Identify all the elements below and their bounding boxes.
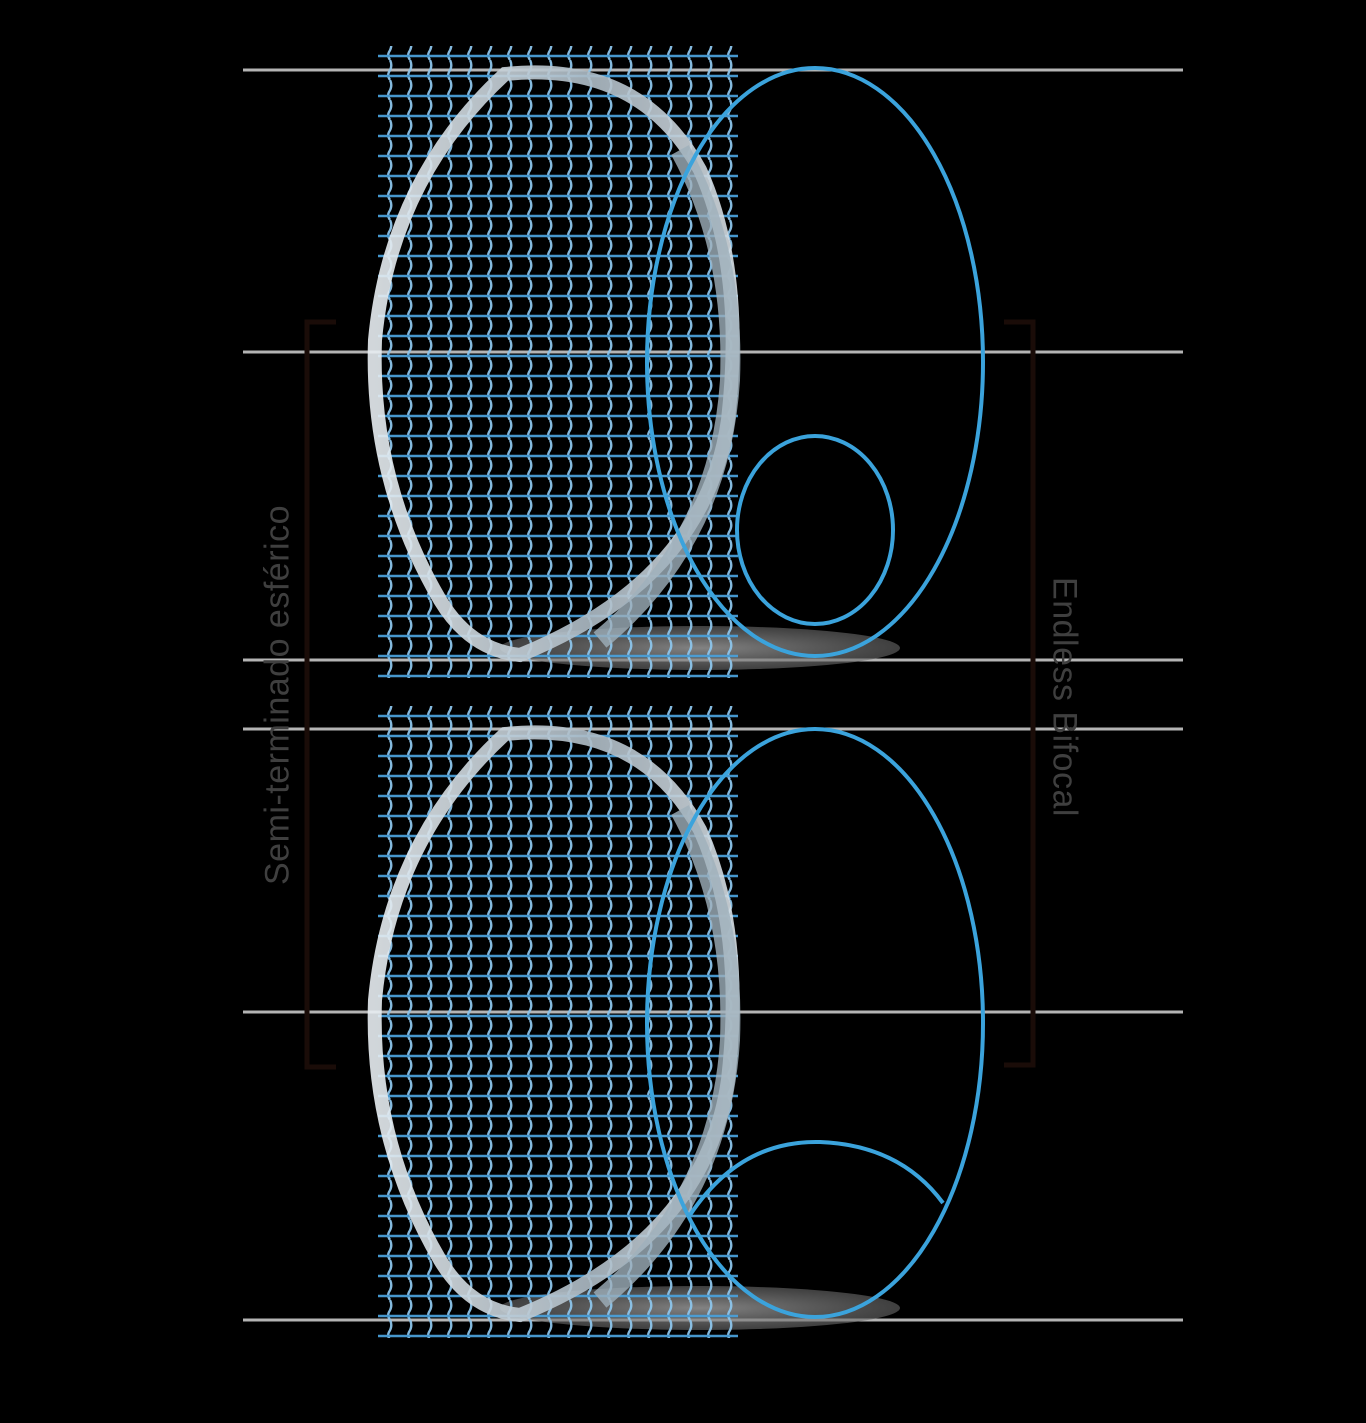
lens-top <box>367 46 985 678</box>
bracket-left <box>304 319 336 1070</box>
lens-outline <box>645 66 985 658</box>
lens-outline <box>645 727 985 1319</box>
label-semi-finished-spherical: Semi-terminado esférico <box>258 505 297 885</box>
label-endless-bifocal: Endless Bifocal <box>1045 577 1084 817</box>
progressive-zone-outline <box>688 1139 945 1217</box>
lens-thickness <box>593 145 741 648</box>
lens-thickness <box>593 805 741 1308</box>
bracket-right <box>1004 319 1036 1068</box>
lens-bottom <box>367 706 985 1338</box>
bifocal-segment <box>735 434 895 626</box>
